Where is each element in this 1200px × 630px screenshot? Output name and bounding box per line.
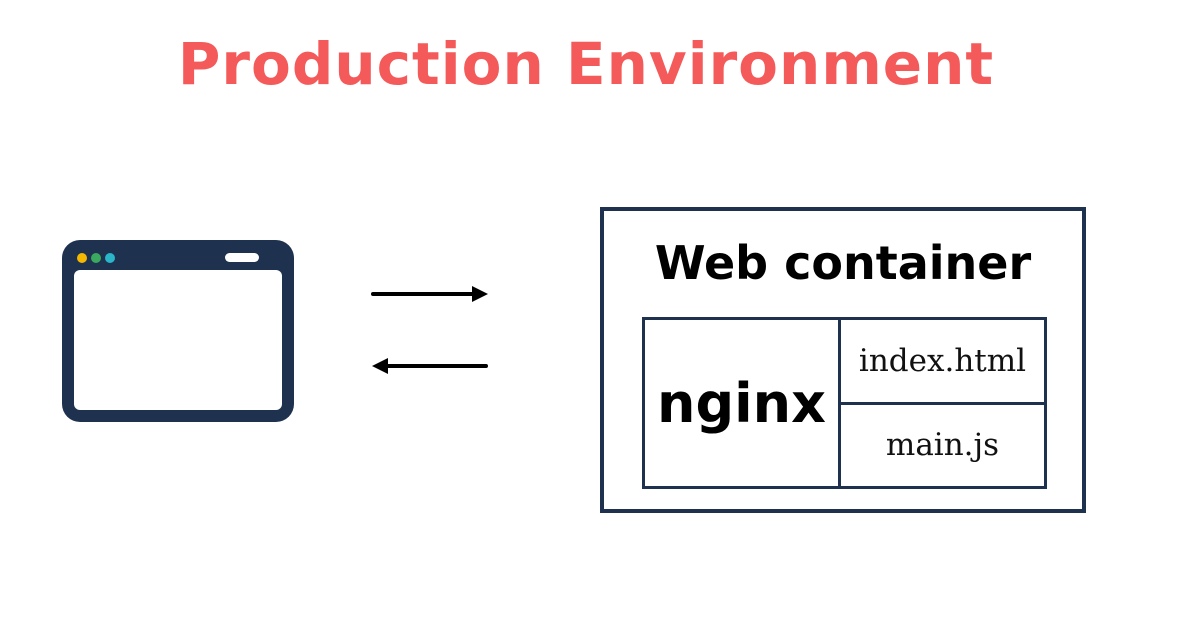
web-container-box: Web container nginx index.html main.js [600,207,1086,513]
browser-dot-cyan [105,253,115,263]
arrow-left-icon [372,358,488,374]
browser-window-icon [62,240,294,422]
static-files-column: index.html main.js [841,320,1044,486]
browser-viewport [74,270,282,410]
file-main-js: main.js [885,427,1000,464]
server-box: nginx index.html main.js [642,317,1047,489]
file-index-html: index.html [841,320,1044,405]
web-container-title: Web container [654,236,1032,290]
browser-dot-yellow [77,253,87,263]
arrow-right-icon [371,286,488,302]
browser-address-pill [225,253,259,262]
nginx-cell: nginx [645,320,841,486]
page-title: Production Environment [177,30,995,98]
browser-dot-green [91,253,101,263]
